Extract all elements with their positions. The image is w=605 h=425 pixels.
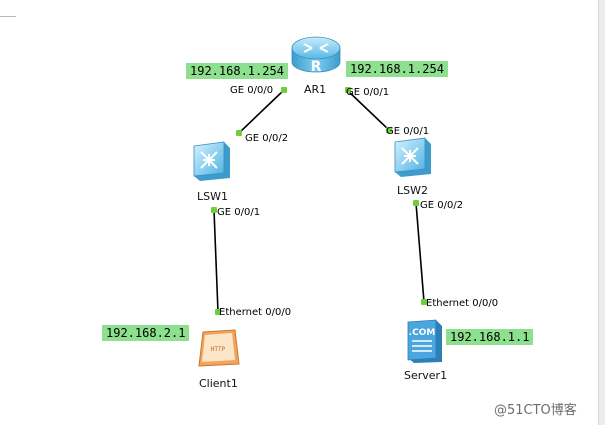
port-label-lsw2-ge001: GE 0/0/1 bbox=[386, 126, 430, 137]
router-ar1[interactable]: R bbox=[290, 30, 342, 78]
device-label-server1: Server1 bbox=[404, 369, 448, 382]
switch-lsw2[interactable] bbox=[392, 136, 434, 178]
port-dot-ar1-ge000 bbox=[281, 87, 287, 93]
port-dot-lsw1-ge001 bbox=[211, 207, 217, 213]
server-icon: .COM bbox=[407, 319, 442, 363]
device-label-lsw2: LSW2 bbox=[397, 184, 428, 197]
switch-icon bbox=[193, 141, 230, 181]
server-com-text: .COM bbox=[409, 328, 436, 338]
server-server1[interactable]: .COM bbox=[404, 318, 444, 364]
svg-text:R: R bbox=[311, 59, 322, 75]
device-label-lsw1: LSW1 bbox=[197, 190, 228, 203]
ip-label-ar1-ge000: 192.168.1.254 bbox=[186, 63, 288, 79]
port-label-ar1-ge001: GE 0/0/1 bbox=[346, 87, 390, 98]
port-label-client1-eth: Ethernet 0/0/0 bbox=[219, 307, 292, 318]
link-lsw2-server1 bbox=[415, 202, 425, 303]
http-client-icon: HTTP bbox=[198, 329, 240, 367]
port-label-server1-eth: Ethernet 0/0/0 bbox=[426, 298, 499, 309]
ip-label-server1: 192.168.1.1 bbox=[446, 329, 534, 345]
port-dot-ar1-ge001 bbox=[345, 87, 351, 93]
scrollbar[interactable] bbox=[598, 0, 605, 425]
http-screen-text: HTTP bbox=[211, 346, 226, 353]
device-label-ar1: AR1 bbox=[304, 83, 327, 96]
router-icon: R bbox=[291, 36, 341, 75]
link-ar1-lsw1 bbox=[238, 89, 285, 134]
port-label-lsw2-ge002: GE 0/0/2 bbox=[420, 200, 464, 211]
port-dot-lsw2-ge002 bbox=[413, 200, 419, 206]
ip-label-ar1-ge001: 192.168.1.254 bbox=[346, 61, 448, 77]
port-label-lsw1-ge002: GE 0/0/2 bbox=[245, 133, 289, 144]
canvas-edge-line bbox=[0, 16, 16, 17]
port-dot-client1-eth bbox=[215, 309, 221, 315]
link-lsw1-client1 bbox=[213, 209, 219, 313]
device-label-client1: Client1 bbox=[199, 377, 238, 390]
switch-icon bbox=[394, 137, 431, 177]
client-client1[interactable]: HTTP bbox=[195, 328, 241, 368]
watermark: @51CTO博客 bbox=[494, 403, 577, 418]
ip-label-client1: 192.168.2.1 bbox=[102, 325, 190, 341]
port-dot-lsw2-ge001 bbox=[386, 127, 392, 133]
port-label-lsw1-ge001: GE 0/0/1 bbox=[217, 207, 261, 218]
port-label-ar1-ge000: GE 0/0/0 bbox=[230, 85, 274, 96]
port-dot-lsw1-ge002 bbox=[236, 130, 242, 136]
port-dot-server1-eth bbox=[421, 299, 427, 305]
switch-lsw1[interactable] bbox=[191, 140, 233, 182]
link-ar1-lsw2 bbox=[346, 89, 390, 131]
